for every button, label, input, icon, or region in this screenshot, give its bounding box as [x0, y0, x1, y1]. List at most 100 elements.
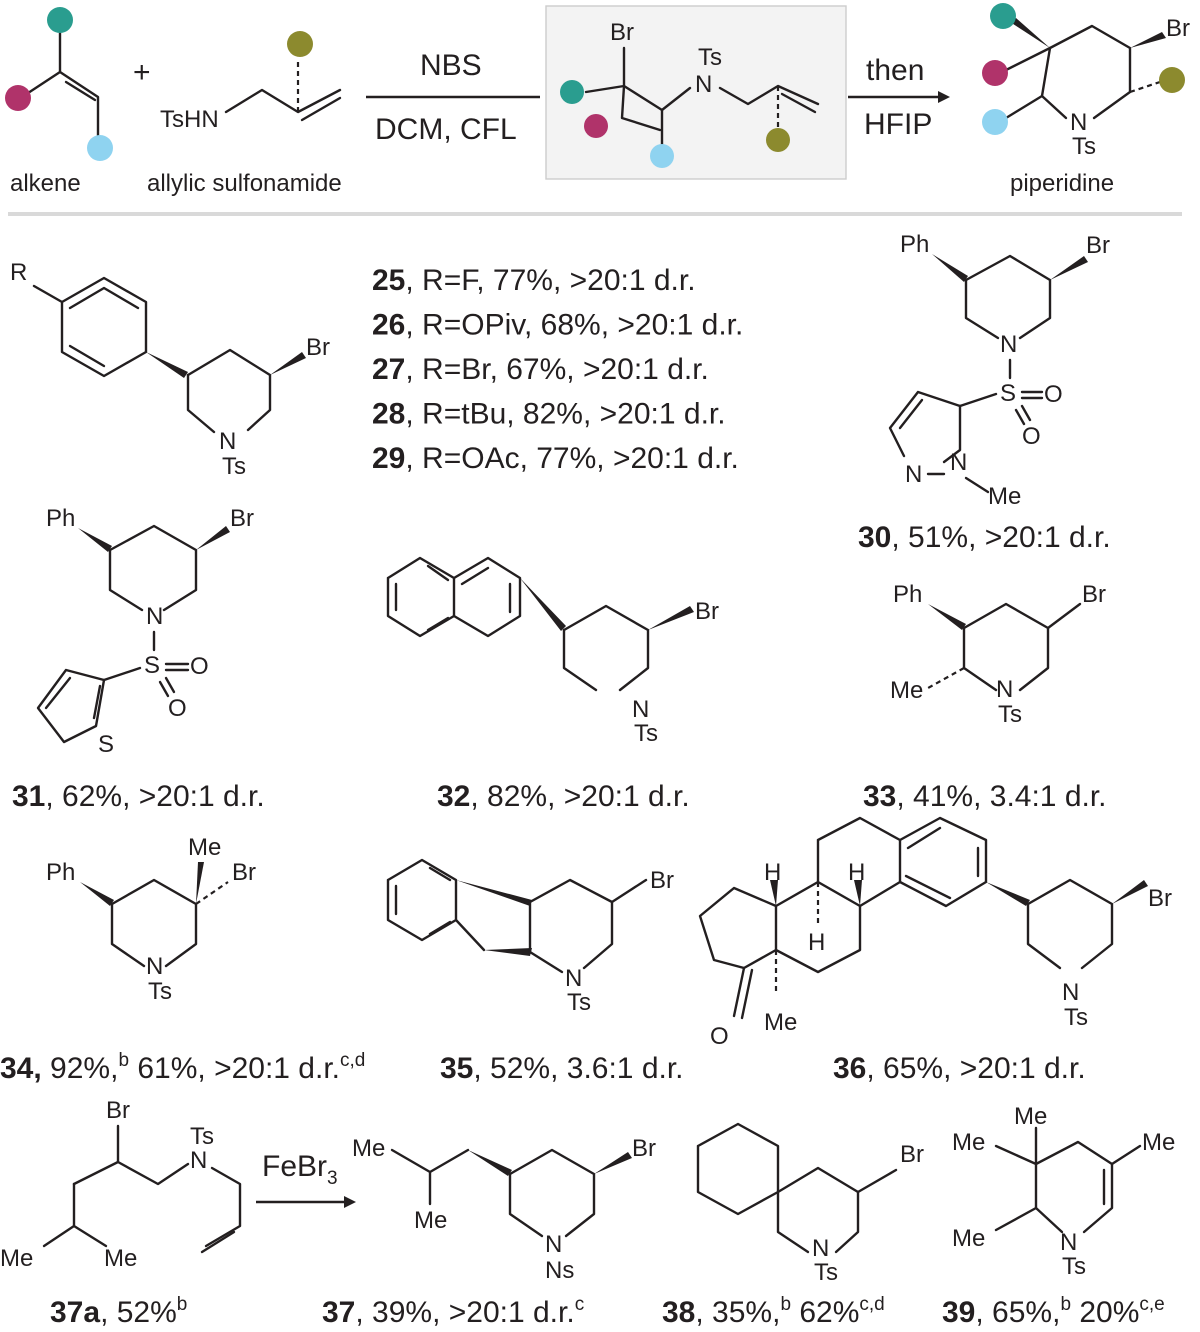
n-label: N	[812, 1235, 829, 1262]
methyl-label: Me	[414, 1207, 447, 1234]
compound-number: 38	[662, 1296, 695, 1329]
compound-38-caption: 38, 35%,b 62%c,d	[662, 1294, 885, 1329]
n-label: N	[996, 676, 1013, 703]
product-br-label: Br	[1166, 15, 1190, 42]
compound-yield: , 65%,	[975, 1296, 1060, 1329]
oxygen-label: O	[1022, 423, 1041, 450]
br-label: Br	[232, 859, 256, 886]
pyrazole-n-label: N	[950, 449, 967, 476]
svg-text:39, 65%,b 20%c,e: 39, 65%,b 20%c,e	[942, 1294, 1165, 1329]
footnote-superscript: c,d	[340, 1050, 365, 1071]
compound-number: 25	[372, 264, 405, 297]
n-label: N	[565, 965, 582, 992]
hydrogen-label: H	[848, 859, 865, 886]
piperidine-label: piperidine	[1010, 170, 1114, 197]
compound-number: 33	[863, 780, 896, 813]
lightblue-substituent-ball	[87, 135, 113, 161]
compound-number: 34,	[0, 1052, 42, 1085]
methyl-label: Me	[104, 1245, 137, 1272]
thiophene-s-label: S	[98, 731, 114, 758]
lightblue-substituent-ball	[650, 144, 674, 168]
svg-text:FeBr3: FeBr3	[262, 1150, 338, 1189]
br-label: Br	[632, 1135, 656, 1162]
compound-yield: , R=F, 77%, >20:1 d.r.	[405, 264, 695, 297]
methyl-label: Me	[1014, 1103, 1047, 1130]
br-label: Br	[650, 867, 674, 894]
footnote-superscript: b	[1060, 1294, 1071, 1315]
compound-32-structure: Br N Ts	[386, 556, 719, 747]
intermediate-ts-label: Ts	[698, 44, 722, 71]
svg-text:37a, 52%b: 37a, 52%b	[50, 1294, 187, 1329]
svg-text:32, 82%, >20:1 d.r.: 32, 82%, >20:1 d.r.	[437, 780, 690, 813]
compound-yield: , R=tBu, 82%, >20:1 d.r.	[405, 398, 725, 431]
ts-label: Ts	[148, 978, 172, 1005]
footnote-superscript: c,e	[1139, 1294, 1164, 1315]
svg-text:34, 92%,b 61%, >20:1 d.r.c,d: 34, 92%,b 61%, >20:1 d.r.c,d	[0, 1050, 365, 1085]
alkene-structure	[5, 7, 113, 161]
br-label: Br	[230, 505, 254, 532]
intermediate-box: Br Ts N	[545, 5, 847, 180]
br-label: Br	[695, 598, 719, 625]
product-ts-label: Ts	[1072, 133, 1096, 160]
compound-35-structure: Br N Ts	[386, 858, 674, 1016]
piperidine-product-structure: Br N Ts	[982, 3, 1190, 160]
olive-substituent-ball	[1159, 67, 1185, 93]
compound-number: 27	[372, 353, 405, 386]
compound-31-structure: Ph Br N S O O S	[36, 505, 254, 758]
svg-text:33, 41%, 3.4:1 d.r.: 33, 41%, 3.4:1 d.r.	[863, 780, 1107, 813]
compound-37a-caption: 37a, 52%b	[50, 1294, 187, 1329]
br-label: Br	[1148, 885, 1172, 912]
compound-number: 30	[858, 521, 891, 554]
compound-yield: , 52%, 3.6:1 d.r.	[473, 1052, 683, 1085]
reagent-subscript: 3	[327, 1168, 338, 1189]
compound-35-caption: 35, 52%, 3.6:1 d.r.	[440, 1052, 684, 1085]
conditions-dcm-cfl: DCM, CFL	[375, 113, 517, 146]
ph-label: Ph	[46, 505, 75, 532]
compound-number: 35	[440, 1052, 473, 1085]
allylic-sulfonamide-structure: TsHN	[160, 31, 342, 133]
oxygen-label: O	[168, 695, 187, 722]
ts-label: Ts	[222, 453, 246, 480]
teal-substituent-ball	[560, 80, 584, 104]
n-label: N	[545, 1231, 562, 1258]
reagent-febr: FeBr	[262, 1150, 327, 1183]
oxygen-label: O	[1044, 381, 1063, 408]
ts-label: Ts	[1064, 1004, 1088, 1031]
hydrogen-label: H	[764, 859, 781, 886]
compound-number: 37	[322, 1296, 355, 1329]
compound-yield-2: 62%	[791, 1296, 859, 1329]
svg-text:31, 62%, >20:1 d.r.: 31, 62%, >20:1 d.r.	[12, 780, 265, 813]
methyl-label: Me	[0, 1245, 33, 1272]
br-label: Br	[306, 334, 330, 361]
n-label: N	[1060, 1229, 1077, 1256]
svg-text:36, 65%, >20:1 d.r.: 36, 65%, >20:1 d.r.	[833, 1052, 1086, 1085]
compound-number: 32	[437, 780, 470, 813]
compound-yield: , 82%, >20:1 d.r.	[470, 780, 689, 813]
reaction-arrow-2: then HFIP	[848, 54, 950, 141]
pyrazole-n-label: N	[905, 461, 922, 488]
n-label: N	[219, 428, 236, 455]
methyl-label: Me	[988, 483, 1021, 510]
olive-substituent-ball	[287, 31, 313, 57]
magenta-substituent-ball	[584, 114, 608, 138]
compound-yield: , R=OPiv, 68%, >20:1 d.r.	[405, 309, 743, 342]
compound-yield: , R=Br, 67%, >20:1 d.r.	[405, 353, 709, 386]
compound-39-caption: 39, 65%,b 20%c,e	[942, 1294, 1165, 1329]
svg-text:37, 39%, >20:1 d.r.c: 37, 39%, >20:1 d.r.c	[322, 1294, 584, 1329]
compound-yield: , 35%,	[695, 1296, 780, 1329]
footnote-superscript: b	[118, 1050, 129, 1071]
svg-text:30, 51%, >20:1 d.r.: 30, 51%, >20:1 d.r.	[858, 521, 1111, 554]
compound-yield-2: 61%, >20:1 d.r.	[129, 1052, 340, 1085]
compound-36-caption: 36, 65%, >20:1 d.r.	[833, 1052, 1086, 1085]
svg-text:35, 52%, 3.6:1 d.r.: 35, 52%, 3.6:1 d.r.	[440, 1052, 684, 1085]
feBr3-arrow: FeBr3	[256, 1150, 356, 1208]
compound-number: 39	[942, 1296, 975, 1329]
compound-36-structure: O Me H H H Br N Ts	[698, 816, 1172, 1050]
header-reaction: alkene + TsHN allylic sulfonamide NBS DC…	[5, 3, 1190, 197]
compound-33-caption: 33, 41%, 3.4:1 d.r.	[863, 780, 1107, 813]
compound-37-structure: Me Me Br N Ns	[352, 1135, 656, 1284]
svg-text:38, 35%,b 62%c,d: 38, 35%,b 62%c,d	[662, 1294, 885, 1329]
conditions-hfip: HFIP	[864, 108, 932, 141]
teal-substituent-ball	[990, 3, 1016, 29]
methyl-label: Me	[764, 1009, 797, 1036]
